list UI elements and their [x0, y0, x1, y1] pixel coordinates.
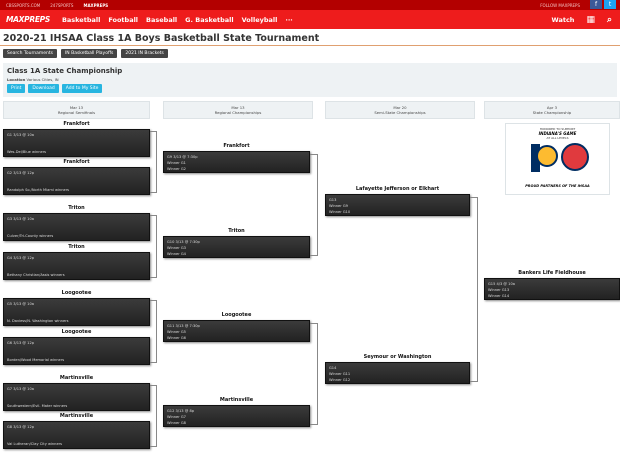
pacers-fever-logos	[530, 143, 589, 172]
main-nav: MAXPREPS Basketball Football Baseball G.…	[0, 10, 620, 29]
bracket-connector	[150, 385, 157, 447]
bracket-connector	[310, 323, 318, 425]
game-site: Triton	[68, 244, 85, 250]
top-links-bar: CBSSPORTS.COM 247SPORTS MAXPREPS FOLLOW …	[0, 0, 620, 10]
bracket-title: Class 1A State Championship	[7, 67, 123, 75]
game-site: Triton	[68, 205, 85, 211]
location: Location Various Cities, IN	[7, 77, 59, 82]
game-site: Loogootee	[61, 290, 92, 296]
nav-watch[interactable]: Watch	[551, 15, 575, 24]
game-site: Triton	[228, 228, 245, 234]
sponsor-line2: INDIANA'S GAME	[538, 131, 577, 136]
nav-baseball[interactable]: Baseball	[146, 15, 178, 24]
sponsor-line1: HONORED TO SUPPORT	[539, 127, 576, 131]
game-site: Loogootee	[61, 329, 92, 335]
bracket-info-panel: Class 1A State Championship Location Var…	[3, 63, 617, 97]
game-site: Seymour or Washington	[363, 354, 432, 360]
search-tournaments-button[interactable]: Search Tournaments	[3, 49, 57, 58]
bracket-connector	[470, 197, 478, 382]
in-basketball-playoffs-button[interactable]: IN Basketball Playoffs	[60, 49, 118, 58]
game-site: Lafayette Jefferson or Elkhart	[355, 186, 440, 192]
game-site: Bankers Life Fieldhouse	[518, 270, 586, 276]
add-to-my-site-button[interactable]: Add to My Site	[61, 84, 103, 93]
game-site: Frankfort	[63, 121, 90, 127]
sponsor-tagline: PROUD PARTNERS OF THE IHSAA	[525, 184, 590, 188]
nav-basketball[interactable]: Basketball	[61, 15, 101, 24]
nav-volleyball[interactable]: Volleyball	[241, 15, 278, 24]
game-site: Frankfort	[63, 159, 90, 165]
nav-more[interactable]: ···	[285, 15, 293, 24]
game-site: Martinsville	[219, 397, 254, 403]
title-divider	[0, 45, 620, 46]
link-maxpreps[interactable]: MAXPREPS	[83, 2, 109, 8]
search-icon[interactable]: ⌕	[606, 14, 612, 25]
maxpreps-logo[interactable]: MAXPREPS	[6, 15, 50, 24]
nav-girls-basketball[interactable]: G. Basketball	[185, 15, 234, 24]
game-site: Frankfort	[223, 143, 250, 149]
facebook-icon[interactable]: f	[590, 0, 602, 9]
in-brackets-button[interactable]: 2021 IN Brackets	[121, 49, 168, 58]
bracket-connector	[150, 131, 157, 193]
sponsor-ad[interactable]: HONORED TO SUPPORT INDIANA'S GAME AT ALL…	[505, 123, 610, 195]
twitter-icon[interactable]: t	[604, 0, 616, 9]
link-cbssports[interactable]: CBSSPORTS.COM	[6, 2, 41, 8]
link-247sports[interactable]: 247SPORTS	[50, 2, 74, 8]
print-button[interactable]: Print	[7, 84, 26, 93]
bracket-connector	[150, 300, 157, 363]
page-title: 2020-21 IHSAA Class 1A Boys Basketball S…	[3, 33, 320, 44]
sponsor-line3: AT ALL LEVELS	[546, 136, 569, 140]
follow-label: FOLLOW MAXPREPS	[540, 2, 580, 8]
game-site: Martinsville	[59, 375, 94, 381]
bracket-connector	[310, 154, 318, 256]
download-button[interactable]: Download	[28, 84, 59, 93]
nav-football[interactable]: Football	[108, 15, 139, 24]
game-site: Loogootee	[221, 312, 252, 318]
game-site: Martinsville	[59, 413, 94, 419]
grid-menu-icon[interactable]: ▦	[586, 14, 595, 25]
bracket-connector	[150, 215, 157, 278]
